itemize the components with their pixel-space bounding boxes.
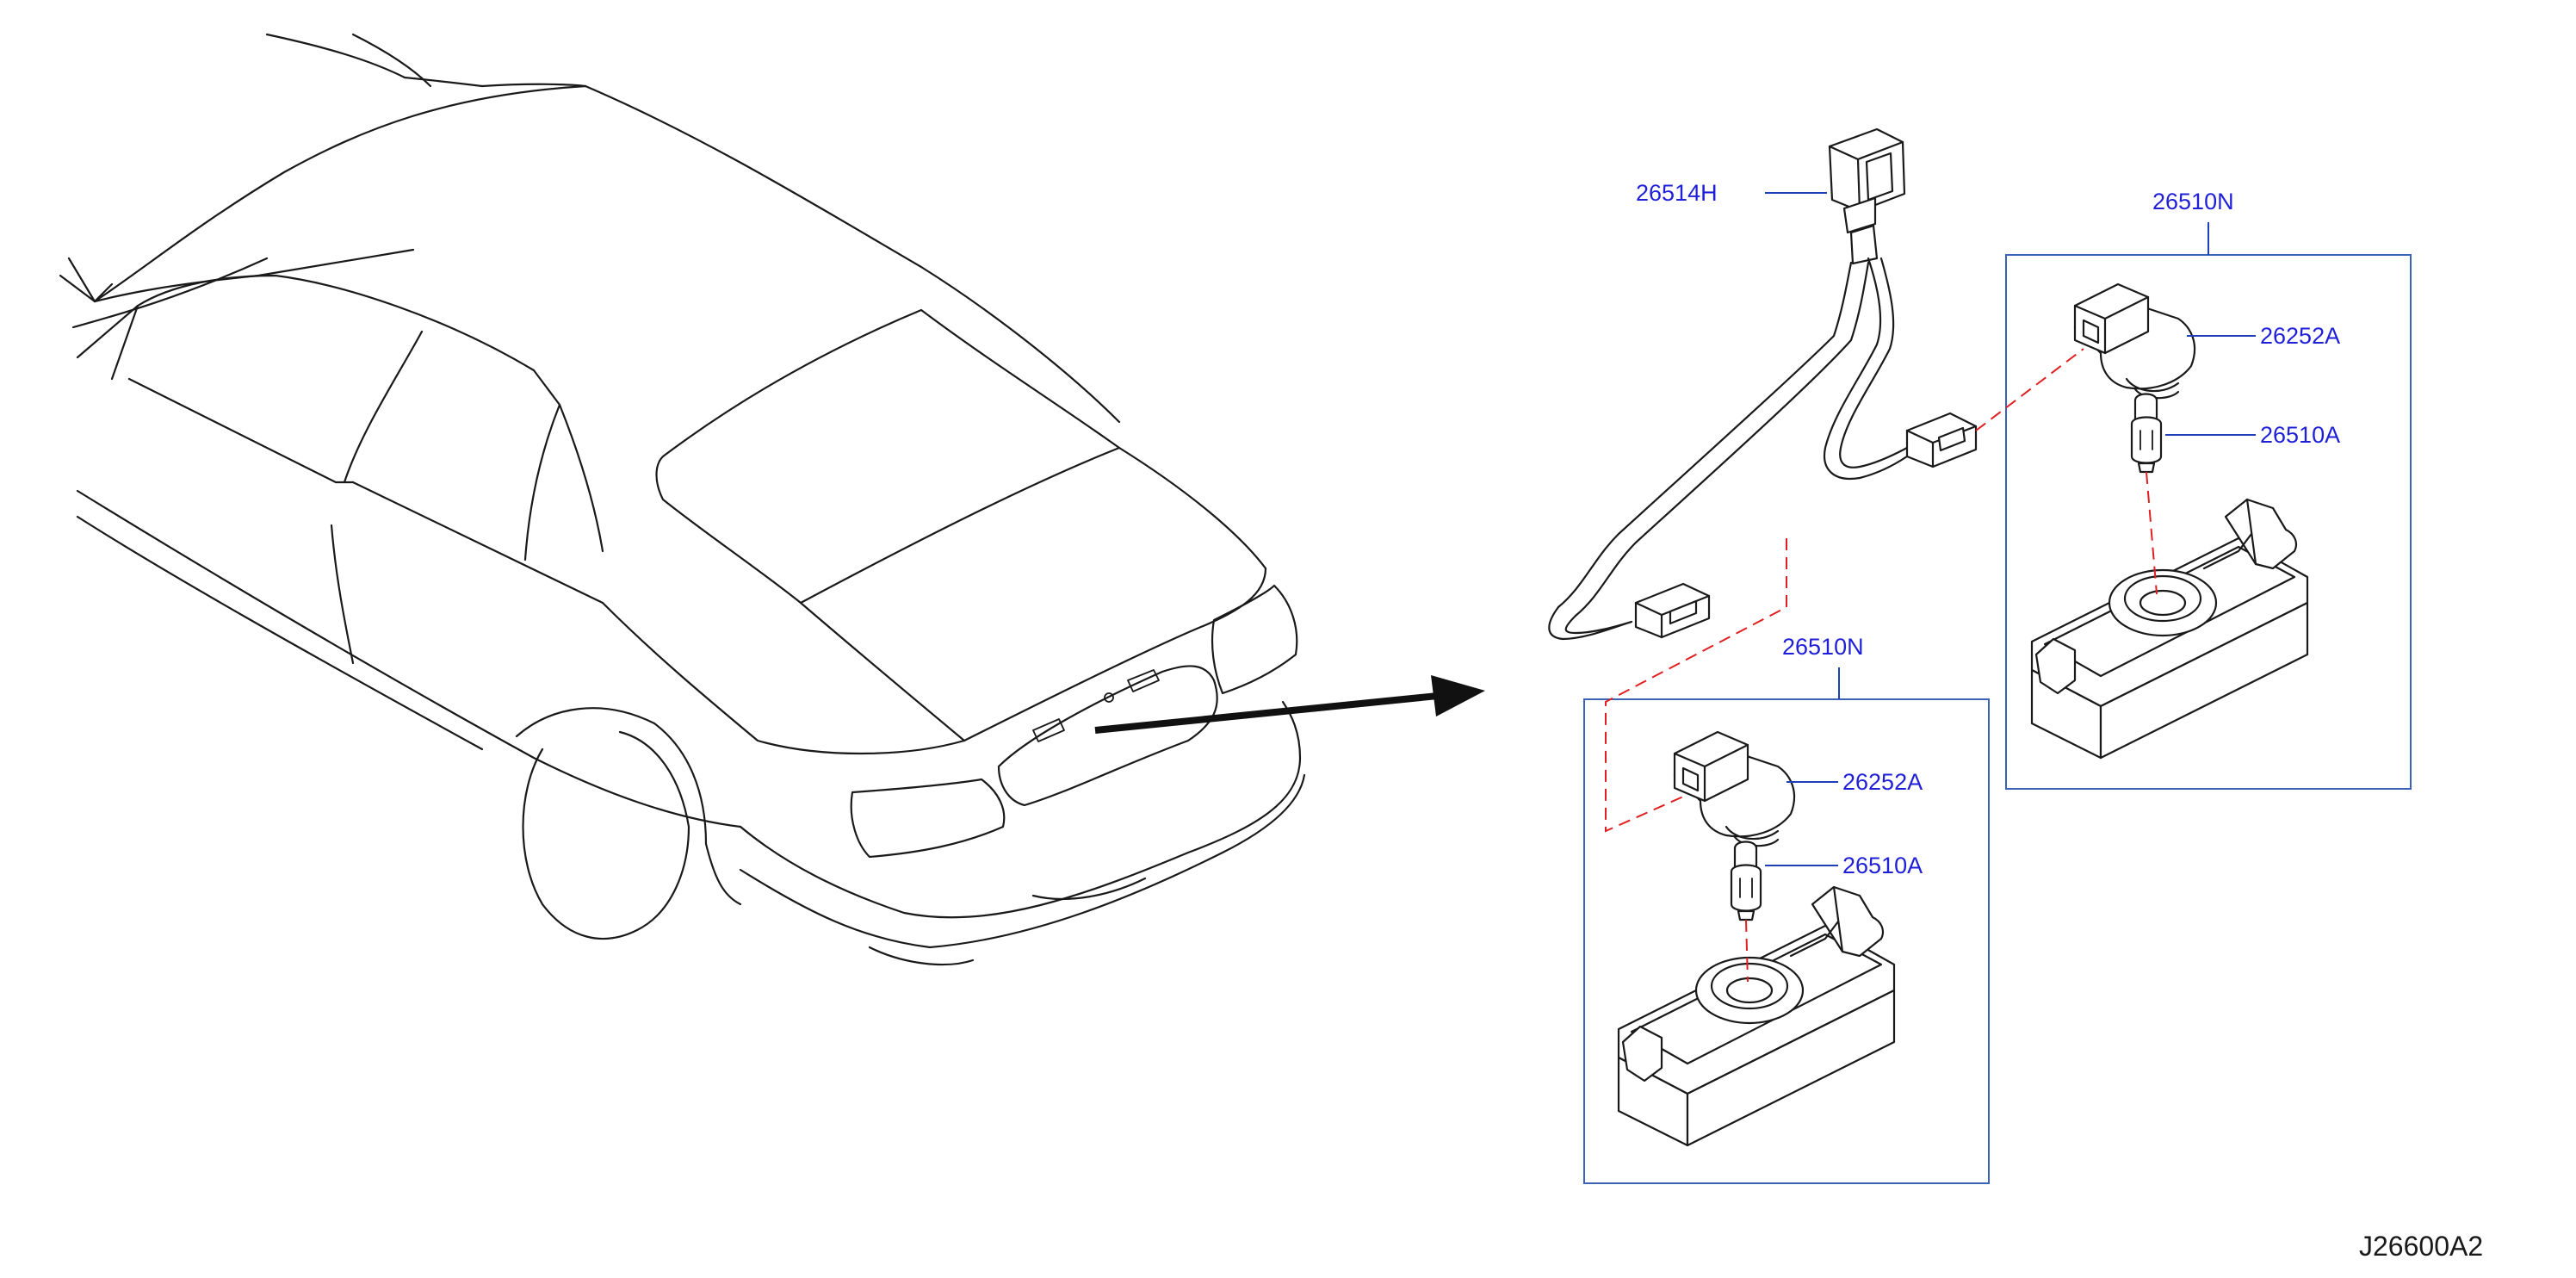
callout-socket-right: 26252A — [2260, 323, 2340, 349]
bulb-right — [2130, 393, 2163, 474]
vehicle-illustration — [59, 33, 1306, 966]
bulb-socket-left — [1673, 730, 1795, 847]
pointer-arrow — [1094, 675, 1485, 734]
callout-socket-left: 26252A — [1842, 769, 1923, 795]
callout-lamp-assy-right: 26510N — [2152, 189, 2234, 214]
guide-line-left-connector — [1605, 538, 1787, 833]
figure-code: J26600A2 — [2359, 1231, 2483, 1262]
guide-line-right-connector — [1975, 348, 2084, 431]
callout-harness: 26514H — [1636, 180, 1718, 206]
guide-line-left-bulb — [1745, 919, 1749, 983]
lamp-housing-right — [2030, 498, 2309, 760]
bulb-left — [1730, 841, 1762, 921]
bulb-socket-right — [2073, 282, 2195, 400]
lamp-box-left — [1583, 698, 1990, 1184]
lamp-housing-left — [1617, 885, 1896, 1147]
guide-line-right-bulb — [2146, 471, 2158, 595]
callout-bulb-right: 26510A — [2260, 422, 2340, 448]
callout-bulb-left: 26510A — [1842, 853, 1923, 878]
wiring-harness — [1548, 127, 1978, 641]
callout-lamp-assy-left: 26510N — [1782, 634, 1864, 660]
